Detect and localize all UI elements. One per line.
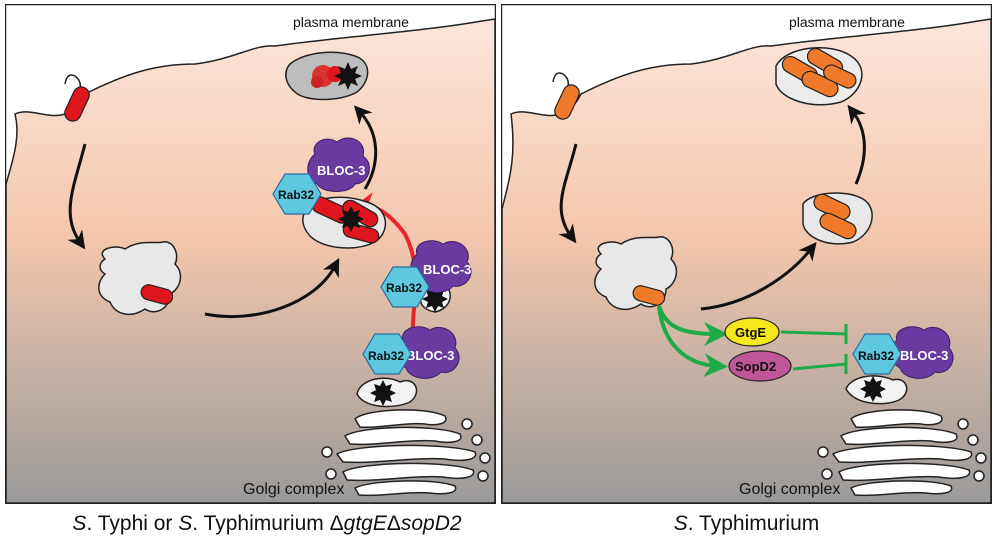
intermediate-vacuole	[802, 192, 873, 245]
caption-left-sopd2: sopD2	[400, 512, 462, 535]
bloc3-label-mid: BLOC-3	[423, 262, 471, 277]
caption-left-s1: S	[72, 512, 87, 535]
replication-vacuole	[775, 46, 863, 106]
bacterium-entering	[64, 74, 90, 122]
arrow-replication	[847, 104, 866, 185]
bloc3-label: BLOC-3	[317, 163, 365, 178]
caption-left-s2: S	[178, 512, 193, 535]
caption-right-text: . Typhimurium	[687, 512, 820, 535]
arrow-internalization	[558, 143, 578, 244]
vesicle-middle: BLOC-3 Rab32	[380, 240, 472, 313]
bacterium-entering	[552, 72, 580, 120]
bloc3-label: BLOC-3	[900, 348, 948, 363]
arrow-maturation	[700, 241, 817, 311]
inhibition-lines	[780, 324, 848, 374]
arrow-sopd2	[657, 305, 728, 378]
rab32-label-mid: Rab32	[386, 281, 422, 295]
arrow-internalization	[67, 143, 87, 250]
left-diagram: plasma membrane BLOC-3 Rab32 BLOC-3	[5, 4, 496, 504]
golgi-stacks	[321, 409, 491, 497]
golgi-stacks	[817, 409, 987, 497]
caption-left: S. Typhi or S. Typhimurium ΔgtgEΔsopD2	[32, 512, 502, 536]
bloc3-label-golgi: BLOC-3	[406, 348, 454, 363]
membrane-label: plasma membrane	[789, 14, 905, 30]
golgi-label: Golgi complex	[739, 481, 840, 498]
rab32-label: Rab32	[858, 349, 894, 363]
arrow-maturation	[204, 258, 340, 319]
caption-right: S. Typhimurium	[501, 512, 992, 536]
caption-left-text1: . Typhi or	[86, 512, 179, 535]
arrow-killing	[353, 105, 378, 190]
caption-left-gtge: gtgE	[343, 512, 387, 535]
rab32-label-golgi: Rab32	[368, 349, 404, 363]
rab32-label: Rab32	[278, 188, 314, 202]
caption-right-s: S	[673, 512, 688, 535]
gtge-label: GtgE	[735, 325, 766, 340]
sopd2-label: SopD2	[735, 359, 776, 374]
membrane-label: plasma membrane	[293, 14, 409, 30]
golgi-label: Golgi complex	[243, 481, 344, 498]
degradation-vacuole	[285, 51, 369, 101]
vesicle-golgi: BLOC-3 Rab32	[356, 326, 460, 408]
gtge-effector: GtgE	[724, 317, 780, 347]
sopd2-effector: SopD2	[728, 350, 792, 382]
right-diagram: plasma membrane GtgE SopD2	[501, 4, 992, 504]
caption-left-delta: Δ	[386, 512, 401, 535]
left-panel: plasma membrane BLOC-3 Rab32 BLOC-3	[5, 4, 496, 504]
rab32-bloc3-golgi: BLOC-3 Rab32	[845, 326, 954, 405]
rab32-bloc3-vacuole: BLOC-3 Rab32	[272, 137, 387, 249]
right-panel: plasma membrane GtgE SopD2	[501, 4, 992, 504]
caption-left-text2: . Typhimurium Δ	[192, 512, 344, 535]
